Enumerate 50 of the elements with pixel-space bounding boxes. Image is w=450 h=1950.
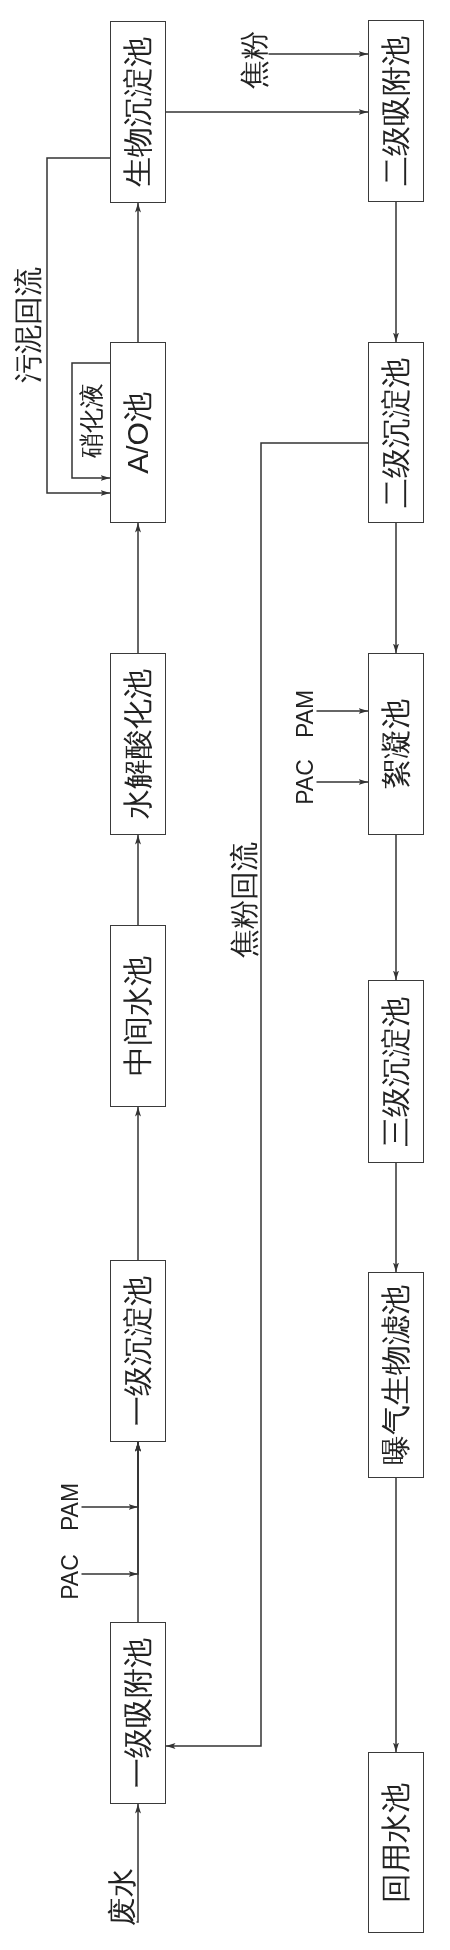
flow-arrow	[267, 51, 369, 57]
flow-arrow	[135, 202, 141, 343]
process-box	[110, 653, 166, 835]
flow-label: 焦粉回流	[229, 842, 259, 958]
process-label: 一级吸附池	[123, 1638, 153, 1788]
chemical-label: PAM	[58, 1482, 82, 1532]
flow-label: 污泥回流	[13, 267, 43, 383]
process-label: 一级沉淀池	[123, 1276, 153, 1426]
flow-arrow	[393, 1162, 399, 1273]
process-label: 曝气生物滤池	[381, 1285, 411, 1465]
flow-arrow	[393, 201, 399, 343]
flow-arrow	[135, 1106, 141, 1261]
flow-arrow	[135, 522, 141, 654]
process-box	[110, 342, 166, 523]
flow-arrow	[165, 442, 369, 1749]
flow-arrow	[165, 109, 369, 115]
process-box	[368, 342, 424, 523]
process-label: 回用水池	[381, 1782, 411, 1903]
flow-arrow	[135, 1803, 141, 1923]
flow-arrow	[315, 708, 369, 714]
process-box	[110, 1622, 166, 1804]
process-label: 中间水池	[123, 956, 153, 1076]
flow-arrow	[393, 834, 399, 981]
flow-arrow	[315, 779, 369, 785]
process-label: 二级沉淀池	[381, 357, 411, 508]
process-box	[368, 1752, 424, 1933]
inflow-label: 废水	[107, 1868, 137, 1926]
flow-arrow	[393, 522, 399, 654]
process-label: 水解酸化池	[123, 669, 153, 819]
process-box	[368, 980, 424, 1163]
flow-arrow	[71, 362, 111, 481]
chemical-label: PAM	[293, 689, 317, 739]
process-label: A/O池	[123, 391, 153, 474]
process-box	[110, 925, 166, 1107]
process-label: 生物沉淀池	[123, 37, 153, 187]
process-box	[368, 1272, 424, 1478]
process-box	[368, 653, 424, 835]
process-box	[368, 20, 424, 202]
process-label: 二级吸附池	[381, 36, 411, 186]
process-label: 絮凝池	[381, 699, 411, 789]
flow-arrow	[135, 834, 141, 926]
process-box	[110, 21, 166, 203]
flow-arrow	[46, 157, 111, 496]
flow-arrow	[393, 1477, 399, 1753]
chemical-label: PAC	[293, 759, 317, 805]
chemical-label: PAC	[58, 1554, 82, 1600]
process-label: 三级沉淀池	[381, 996, 411, 1147]
material-label: 焦粉	[239, 31, 269, 89]
flow-label: 硝化液	[78, 382, 104, 458]
process-box	[110, 1260, 166, 1442]
